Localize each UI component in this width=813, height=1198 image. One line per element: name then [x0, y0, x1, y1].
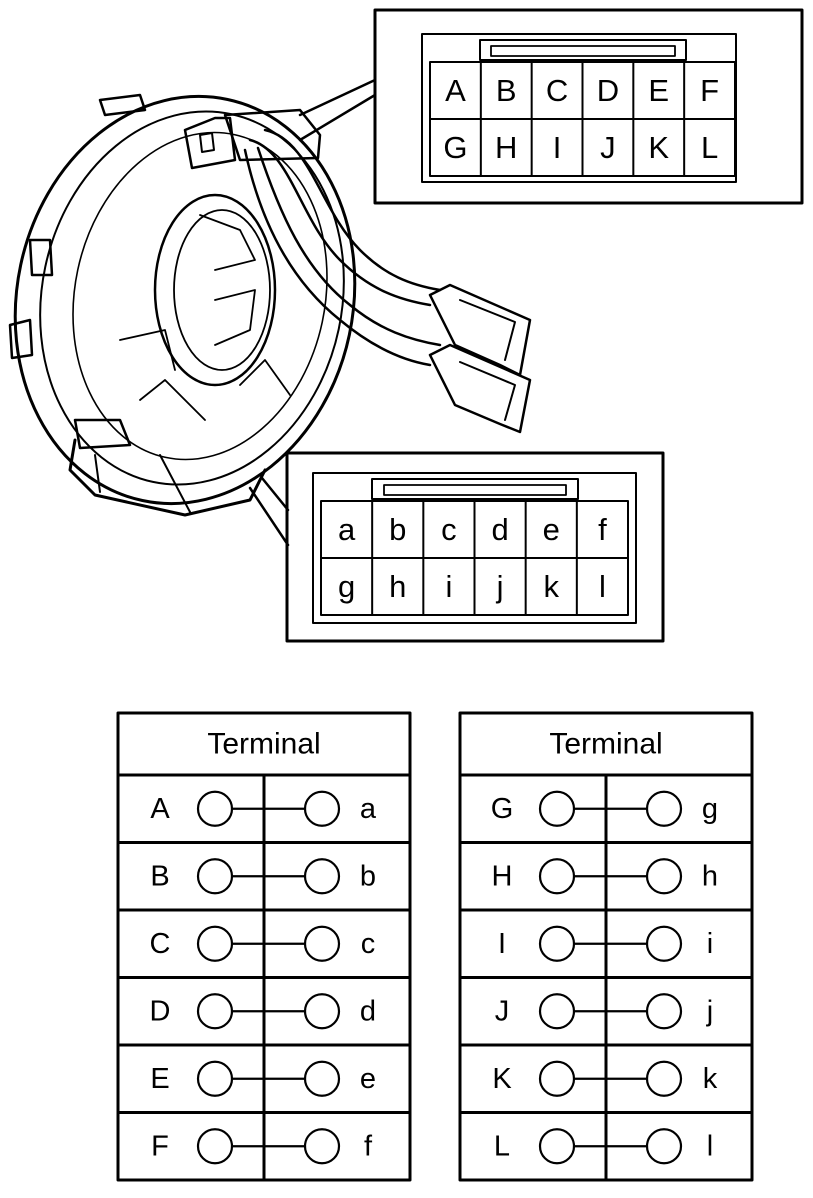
- terminal-circle: [645, 858, 683, 895]
- table-header: Terminal: [207, 728, 320, 761]
- connector-pin-lower: j: [496, 569, 504, 604]
- terminal-circle: [303, 858, 341, 895]
- terminal-label-left: F: [151, 1130, 169, 1162]
- terminal-circle: [196, 1128, 234, 1165]
- terminal-circle: [196, 790, 234, 827]
- terminal-label-right: k: [703, 1063, 718, 1095]
- terminal-label-right: c: [361, 928, 376, 960]
- connector-pin-lower: f: [598, 512, 607, 547]
- terminal-circle: [538, 993, 576, 1030]
- terminal-label-left: J: [495, 995, 510, 1027]
- terminal-label-right: j: [706, 995, 713, 1027]
- terminal-label-right: f: [364, 1130, 373, 1162]
- terminal-label-right: g: [702, 793, 718, 825]
- terminal-label-left: A: [150, 793, 170, 825]
- terminal-label-right: h: [702, 860, 718, 892]
- terminal-circle: [303, 1128, 341, 1165]
- terminal-circle: [645, 993, 683, 1030]
- connector-pin-upper: I: [553, 130, 562, 165]
- terminal-circle: [645, 1128, 683, 1165]
- terminal-circle: [303, 790, 341, 827]
- terminal-label-left: B: [150, 860, 169, 892]
- terminal-circle: [538, 925, 576, 962]
- connector-pin-lower: i: [445, 569, 452, 604]
- terminal-circle: [196, 1060, 234, 1097]
- terminal-label-left: D: [150, 995, 171, 1027]
- table-header: Terminal: [549, 728, 662, 761]
- terminal-circle: [196, 925, 234, 962]
- connector-pin-lower: d: [491, 512, 508, 547]
- connector-pin-upper: G: [443, 130, 467, 165]
- terminal-label-right: e: [360, 1063, 376, 1095]
- terminal-circle: [538, 790, 576, 827]
- terminal-label-right: a: [360, 793, 377, 825]
- terminal-circle: [538, 1060, 576, 1097]
- connector-pin-upper: B: [496, 73, 517, 108]
- terminal-label-left: E: [150, 1063, 169, 1095]
- terminal-label-right: b: [360, 860, 376, 892]
- connector-pin-lower: c: [441, 512, 457, 547]
- terminal-label-right: i: [707, 928, 713, 960]
- connector-pin-lower: k: [544, 569, 560, 604]
- terminal-label-left: L: [494, 1130, 510, 1162]
- terminal-circle: [303, 925, 341, 962]
- terminal-circle: [303, 993, 341, 1030]
- terminal-circle: [538, 858, 576, 895]
- connector-pin-upper: D: [597, 73, 619, 108]
- terminal-label-left: G: [491, 793, 514, 825]
- terminal-circle: [645, 1060, 683, 1097]
- connector-pin-lower: a: [338, 512, 356, 547]
- connector-pin-lower: l: [599, 569, 606, 604]
- terminal-label-left: H: [492, 860, 513, 892]
- connector-pin-upper: E: [648, 73, 669, 108]
- terminal-label-left: K: [492, 1063, 512, 1095]
- terminal-circle: [645, 925, 683, 962]
- connector-pin-upper: C: [546, 73, 568, 108]
- terminal-label-right: l: [707, 1130, 713, 1162]
- connector-pin-upper: L: [701, 130, 718, 165]
- terminal-circle: [538, 1128, 576, 1165]
- connector-pin-lower: g: [338, 569, 355, 604]
- connector-pin-upper: H: [495, 130, 517, 165]
- terminal-circle: [196, 993, 234, 1030]
- terminal-circle: [303, 1060, 341, 1097]
- connector-pin-lower: h: [389, 569, 406, 604]
- connector-pin-upper: K: [648, 130, 669, 165]
- connector-pin-upper: J: [600, 130, 616, 165]
- terminal-circle: [196, 858, 234, 895]
- terminal-circle: [645, 790, 683, 827]
- connector-pin-lower: e: [543, 512, 560, 547]
- terminal-label-left: I: [498, 928, 506, 960]
- spiral-cable-illustration: [8, 78, 532, 547]
- terminal-label-right: d: [360, 995, 376, 1027]
- connector-pin-upper: F: [700, 73, 719, 108]
- connector-pin-upper: A: [445, 73, 466, 108]
- connector-pin-lower: b: [389, 512, 406, 547]
- terminal-label-left: C: [150, 928, 171, 960]
